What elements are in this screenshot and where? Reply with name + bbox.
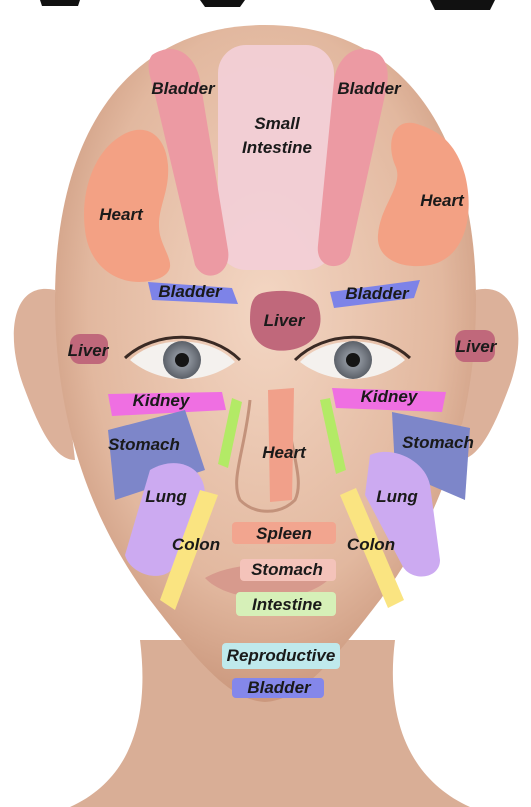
zone-small-intestine <box>218 45 334 270</box>
label-colon-left: Colon <box>172 535 220 554</box>
label-heart-forehead-left: Heart <box>99 205 144 224</box>
label-lung-right: Lung <box>376 487 418 506</box>
title-fragment <box>40 0 495 10</box>
label-stomach-lip: Stomach <box>251 560 323 579</box>
label-stomach-left: Stomach <box>108 435 180 454</box>
label-liver-center: Liver <box>264 311 306 330</box>
label-colon-right: Colon <box>347 535 395 554</box>
label-lung-left: Lung <box>145 487 187 506</box>
label-bladder-brow-left: Bladder <box>158 282 223 301</box>
label-bladder-forehead-left: Bladder <box>151 79 216 98</box>
label-heart-nose: Heart <box>262 443 307 462</box>
label-kidney-right: Kidney <box>361 387 419 406</box>
label-small-intestine-line1: Small <box>254 114 301 133</box>
label-bladder-forehead-right: Bladder <box>337 79 402 98</box>
label-small-intestine-line2: Intestine <box>242 138 312 157</box>
label-stomach-right: Stomach <box>402 433 474 452</box>
label-liver-right: Liver <box>456 337 498 356</box>
label-kidney-left: Kidney <box>133 391 191 410</box>
label-reproductive: Reproductive <box>227 646 336 665</box>
label-heart-forehead-right: Heart <box>420 191 465 210</box>
label-spleen: Spleen <box>256 524 312 543</box>
label-bladder-brow-right: Bladder <box>345 284 410 303</box>
label-bladder-chin: Bladder <box>247 678 312 697</box>
label-intestine: Intestine <box>252 595 322 614</box>
label-liver-left: Liver <box>68 341 110 360</box>
